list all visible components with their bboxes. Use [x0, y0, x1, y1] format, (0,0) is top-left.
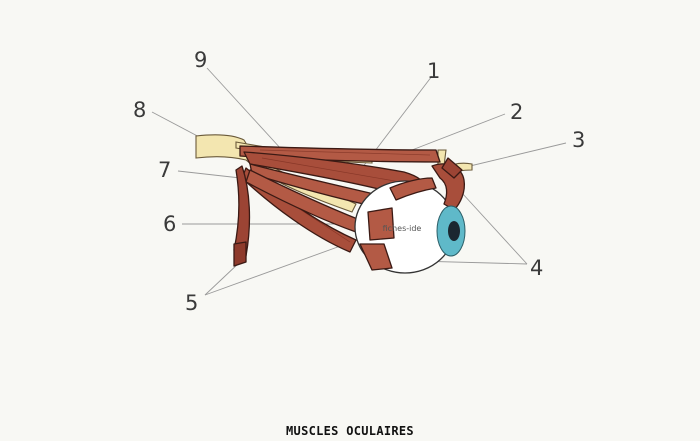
leader-line-4a	[461, 192, 528, 265]
leader-line-5a	[204, 261, 241, 296]
label-1: 1	[427, 59, 440, 83]
leader-line-2	[411, 113, 506, 151]
muscle-cut-end	[233, 241, 247, 267]
label-6: 6	[163, 212, 176, 236]
insertion-superior	[389, 177, 437, 201]
eyeball: fiches-ide	[354, 157, 466, 274]
insertion-inferior	[359, 243, 393, 271]
pupil	[448, 221, 460, 241]
insertion-lateral	[367, 207, 395, 241]
label-8: 8	[133, 98, 146, 122]
diagram-caption: MUSCLES OCULAIRES	[286, 424, 414, 438]
label-4: 4	[530, 256, 543, 280]
label-7: 7	[158, 158, 171, 182]
leader-line-3	[469, 142, 567, 167]
muscle-oblique-tip	[441, 157, 463, 179]
fibre-2	[261, 157, 413, 185]
label-3: 3	[572, 128, 585, 152]
label-9: 9	[194, 48, 207, 72]
label-5: 5	[185, 291, 198, 315]
fibre-1	[259, 149, 431, 156]
number-labels: 1 2 3 4 5 6 7 8 9	[133, 48, 585, 315]
muscles	[233, 145, 441, 267]
leader-line-9	[206, 67, 283, 151]
watermark: fiches-ide	[383, 224, 422, 233]
label-2: 2	[510, 100, 523, 124]
leader-line-5b	[204, 239, 358, 296]
leader-line-8	[151, 111, 206, 141]
